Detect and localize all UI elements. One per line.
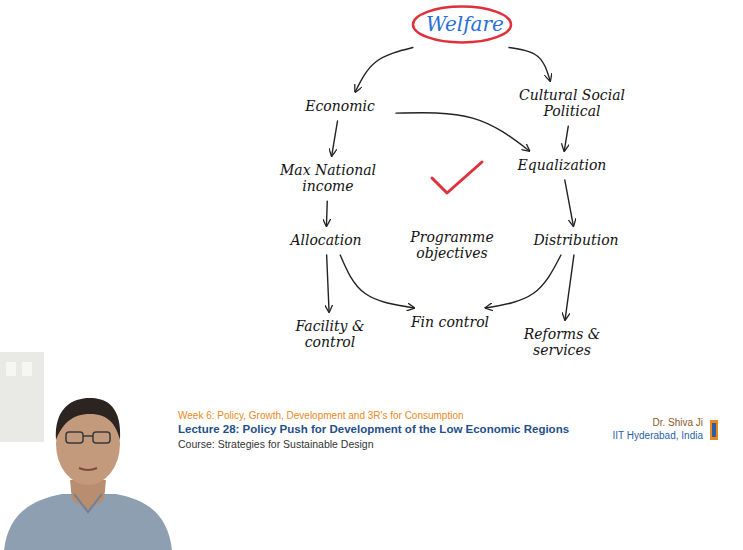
tool-node: Facility & control — [280, 315, 380, 353]
institute-name: IIT Hyderabad, India — [613, 430, 703, 442]
goal-node: Equalization — [503, 154, 621, 176]
background-building — [0, 352, 44, 442]
presenter-mouth — [79, 468, 97, 470]
shirt-collar — [74, 494, 102, 512]
flow-arrow — [564, 126, 568, 151]
node-text: Welfare — [426, 13, 498, 36]
flow-arrow — [509, 48, 550, 81]
flow-arrow — [340, 255, 414, 308]
flow-arrow — [355, 48, 413, 92]
glasses-lens — [66, 432, 83, 443]
node-text: Fin control — [402, 314, 498, 330]
node-text: Allocation — [278, 232, 374, 248]
node-text: Economic — [292, 98, 388, 114]
function-node: Allocation — [274, 229, 378, 251]
flow-arrow — [565, 180, 574, 226]
node-text: Distribution — [523, 232, 629, 248]
tool-node: Reforms & services — [512, 323, 612, 361]
week-line: Week 6: Policy, Growth, Development and … — [178, 410, 464, 422]
lecture-title: Lecture 28: Policy Push for Development … — [178, 423, 569, 437]
presenter-name: Dr. Shiva Ji — [652, 417, 703, 429]
node-text: Reforms & services — [516, 326, 608, 358]
category-node: Cultural Social Political — [510, 84, 634, 122]
node-text: Max National income — [274, 162, 382, 194]
glasses-lens — [93, 432, 110, 443]
flow-arrow — [396, 113, 529, 151]
tool-node: Fin control — [398, 311, 502, 333]
flow-arrow — [326, 201, 328, 226]
node-text: Equalization — [507, 157, 617, 173]
welfare-ellipse: Welfare — [412, 5, 512, 44]
node-text: Facility & control — [284, 318, 376, 350]
building-window — [22, 362, 32, 376]
building-window — [6, 362, 16, 376]
flow-arrow — [332, 121, 338, 156]
flow-arrow — [327, 255, 329, 312]
node-text: Programme objectives — [404, 229, 500, 261]
function-node: Distribution — [519, 229, 633, 251]
flow-arrow — [485, 255, 561, 308]
flow-arrow — [565, 255, 574, 320]
course-name: Course: Strategies for Sustainable Desig… — [178, 438, 374, 451]
node-text: Cultural Social Political — [514, 87, 630, 119]
goal-node: Max National income — [270, 159, 386, 197]
institute-logo — [710, 420, 718, 440]
welfare-ring — [413, 6, 511, 42]
objective-node: Programme objectives — [400, 226, 504, 264]
glasses-bridge — [83, 435, 93, 437]
category-node: Economic — [288, 95, 392, 117]
institute-logo — [712, 423, 716, 437]
check-mark — [432, 162, 482, 193]
